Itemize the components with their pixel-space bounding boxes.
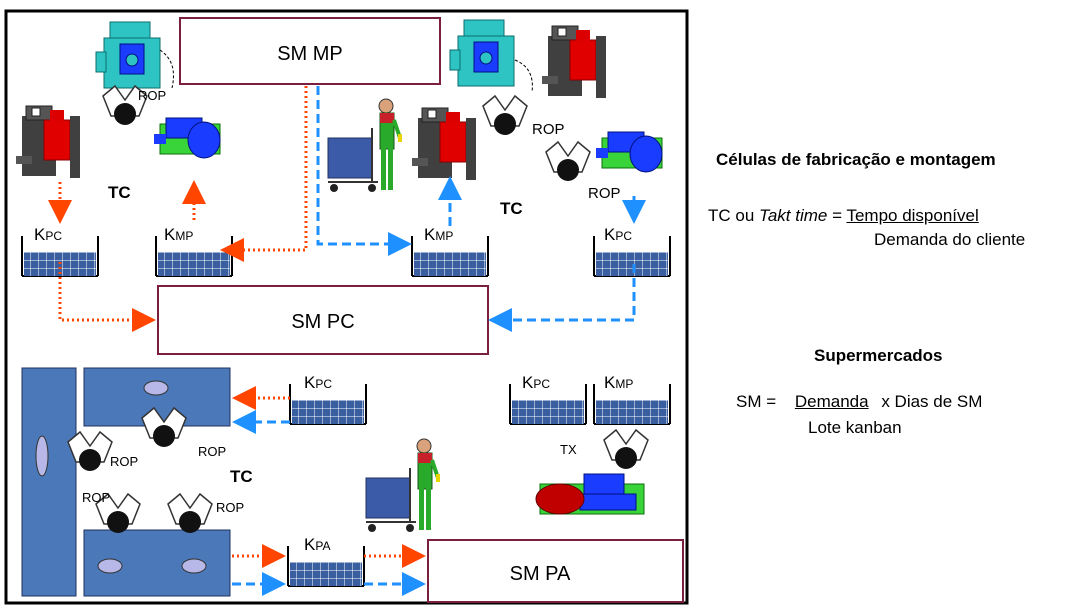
lathe-right [595, 131, 663, 173]
kanban-arrow [316, 86, 412, 256]
tc-label-left: TC [108, 183, 131, 202]
tc-denominator: Demanda do cliente [874, 230, 1026, 249]
supermarket-sm-pc-label: SM PC [291, 311, 354, 333]
supermarket-sm-mp-label: SM MP [277, 43, 343, 65]
press-machine-left [15, 105, 81, 179]
sm-title-text: Supermercados [814, 346, 943, 365]
tc-label-right: TC [500, 199, 523, 218]
supermarket-sm-pc: SM PC [157, 285, 489, 355]
sm-title: Supermercados [814, 346, 943, 366]
supermarket-sm-pa: SM PA [427, 539, 684, 603]
part-disc [181, 558, 207, 574]
part-disc [97, 558, 123, 574]
rop-label: ROP [110, 454, 138, 469]
kanban-arrow [488, 264, 636, 332]
rop-label: ROP [82, 490, 110, 505]
kanban-label-pa: KPA [304, 535, 330, 554]
assembly-table-vertical [21, 367, 77, 597]
rop-label: ROP [532, 121, 565, 138]
kanban-label-pc-idle: KPC [522, 373, 550, 392]
press-machine-center [411, 107, 477, 181]
kanban-label-mp-right: KMP [424, 225, 453, 244]
kanban-label-pc-right: KPC [604, 225, 632, 244]
machine-door-arc-right [514, 59, 533, 93]
tx-label: TX [560, 442, 577, 457]
cells-title: Células de fabricação e montagem [716, 150, 996, 170]
kanban-label-pc-assembly: KPC [304, 373, 332, 392]
rop-label: ROP [588, 185, 621, 202]
kanban-label-mp-idle: KMP [604, 373, 633, 392]
supermarket-sm-pa-label: SM PA [510, 563, 571, 585]
rop-label: ROP [198, 444, 226, 459]
press-machine-right-top [541, 25, 607, 99]
cells-title-text: Células de fabricação e montagem [716, 150, 996, 169]
supermarket-sm-mp: SM MP [179, 17, 441, 85]
part-disc [35, 435, 49, 477]
sm-denominator: Lote kanban [808, 418, 902, 437]
sm-numerator: Demanda [794, 392, 869, 411]
lathe-left [153, 117, 221, 159]
tc-label-assembly: TC [230, 467, 253, 486]
rop-label: ROP [138, 88, 166, 103]
sm-formula: SM = Demanda x Dias de SM [736, 392, 983, 411]
kanban-label-pc-left: KPC [34, 225, 62, 244]
rop-label: ROP [216, 500, 244, 515]
part-disc [143, 380, 169, 396]
tc-numerator: Tempo disponível [846, 206, 979, 225]
kanban-label-mp-left: KMP [164, 225, 193, 244]
tx-lathe [535, 473, 645, 515]
tc-formula: TC ou Takt time = Tempo disponível [708, 206, 979, 225]
